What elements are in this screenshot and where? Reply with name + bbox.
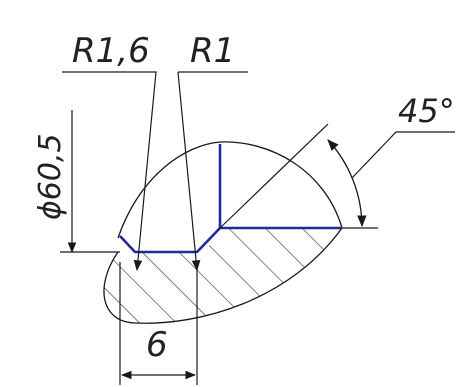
radius-left-leader <box>62 71 157 272</box>
angle-leader <box>351 131 455 179</box>
width-label: 6 <box>146 325 168 365</box>
weld-edge-line <box>119 226 342 254</box>
hatched-section <box>103 227 343 324</box>
bead-outline <box>117 141 343 239</box>
angle-label: 45° <box>398 92 455 130</box>
angle-arc <box>327 139 367 228</box>
radius-right-label: R1 <box>190 31 235 71</box>
diameter-label: ϕ60,5 <box>33 133 68 220</box>
radius-left-label: R1,6 <box>72 31 150 71</box>
radius-right-leader-drop <box>177 71 201 272</box>
angle-45-line <box>219 123 329 229</box>
